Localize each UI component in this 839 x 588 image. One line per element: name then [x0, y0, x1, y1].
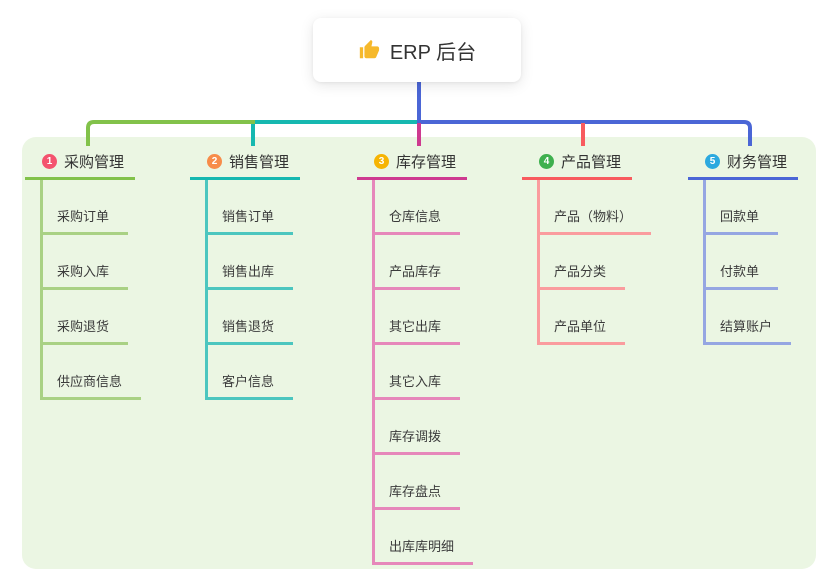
tree-node-item[interactable]: 其它出库	[372, 316, 461, 345]
tree-node-item[interactable]: 仓库信息	[372, 206, 461, 235]
tree-node-item[interactable]: 采购入库	[40, 261, 129, 290]
branch-badge-5: 5	[705, 153, 720, 169]
tree-node-item[interactable]: 其它入库	[372, 371, 461, 400]
tree-node-item[interactable]: 客户信息	[205, 371, 294, 400]
tree-node-item[interactable]: 销售出库	[205, 261, 294, 290]
branch-finance: 5 财务管理 回款单 付款单 结算账户	[688, 148, 806, 345]
branch-title-label: 库存管理	[396, 153, 457, 171]
branch-badge-2: 2	[207, 153, 222, 169]
branch-group-panel	[22, 137, 816, 569]
branch-sales: 2 销售管理 销售订单 销售出库 销售退货 客户信息	[190, 148, 308, 400]
branch-spine	[40, 180, 43, 400]
tree-node-item[interactable]: 回款单	[703, 206, 779, 235]
branch-title-finance[interactable]: 5 财务管理	[688, 148, 798, 180]
branch-subtree: 采购订单 采购入库 采购退货 供应商信息	[40, 180, 143, 400]
root-node[interactable]: ERP 后台	[313, 18, 521, 82]
branch-title-sales[interactable]: 2 销售管理	[190, 148, 300, 180]
branch-spine	[372, 180, 375, 565]
branch-inventory: 3 库存管理 仓库信息 产品库存 其它出库 其它入库 库存调拨 库存盘点 出库库…	[357, 148, 475, 565]
tree-node-item[interactable]: 产品分类	[537, 261, 626, 290]
branch-spine	[205, 180, 208, 400]
tree-node-item[interactable]: 产品单位	[537, 316, 626, 345]
tree-node-item[interactable]: 产品库存	[372, 261, 461, 290]
branch-purchase: 1 采购管理 采购订单 采购入库 采购退货 供应商信息	[25, 148, 143, 400]
branch-subtree: 仓库信息 产品库存 其它出库 其它入库 库存调拨 库存盘点 出库库明细	[372, 180, 475, 565]
tree-node-item[interactable]: 库存盘点	[372, 481, 461, 510]
thumbs-up-icon	[358, 39, 380, 61]
branch-title-label: 产品管理	[561, 153, 622, 171]
tree-node-item[interactable]: 库存调拨	[372, 426, 461, 455]
branch-title-label: 销售管理	[229, 153, 290, 171]
branch-title-label: 采购管理	[64, 153, 125, 171]
root-title: ERP 后台	[389, 41, 477, 64]
branch-product: 4 产品管理 产品（物料） 产品分类 产品单位	[522, 148, 652, 345]
tree-node-item[interactable]: 出库库明细	[372, 536, 474, 565]
branch-badge-3: 3	[374, 153, 389, 169]
branch-subtree: 回款单 付款单 结算账户	[703, 180, 806, 345]
tree-node-item[interactable]: 结算账户	[703, 316, 792, 345]
branch-subtree: 销售订单 销售出库 销售退货 客户信息	[205, 180, 308, 400]
branch-badge-1: 1	[42, 153, 57, 169]
branch-spine	[703, 180, 706, 345]
branch-subtree: 产品（物料） 产品分类 产品单位	[537, 180, 652, 345]
branch-title-product[interactable]: 4 产品管理	[522, 148, 632, 180]
tree-node-item[interactable]: 供应商信息	[40, 371, 142, 400]
tree-node-item[interactable]: 采购订单	[40, 206, 129, 235]
branch-badge-4: 4	[539, 153, 554, 169]
tree-node-item[interactable]: 付款单	[703, 261, 779, 290]
tree-node-item[interactable]: 销售订单	[205, 206, 294, 235]
branch-title-purchase[interactable]: 1 采购管理	[25, 148, 135, 180]
branch-title-label: 财务管理	[727, 153, 788, 171]
tree-node-item[interactable]: 销售退货	[205, 316, 294, 345]
tree-node-item[interactable]: 采购退货	[40, 316, 129, 345]
branch-title-inventory[interactable]: 3 库存管理	[357, 148, 467, 180]
branch-spine	[537, 180, 540, 345]
tree-node-item[interactable]: 产品（物料）	[537, 206, 652, 235]
